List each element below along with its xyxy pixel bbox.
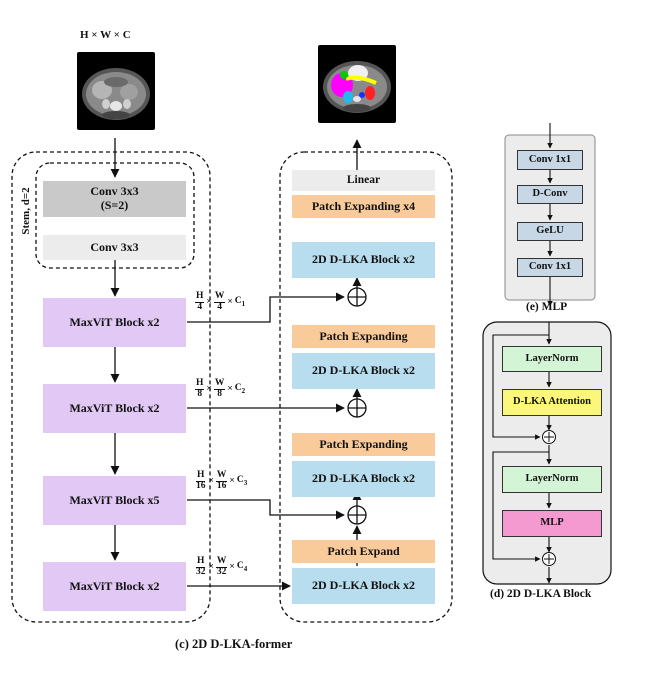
maxvit-block-1: MaxViT Block x2 (43, 298, 186, 347)
skip3-h-num: H (196, 470, 206, 482)
skip1-w-den: 4 (217, 301, 222, 312)
dlka-layernorm-1: LayerNorm (502, 346, 602, 372)
skip1-c-sub: 1 (241, 299, 246, 308)
lka-block-4: 2D D-LKA Block x2 (292, 242, 435, 278)
skip2-h-num: H (195, 378, 205, 390)
mlp-conv1x1-b: Conv 1x1 (517, 258, 583, 277)
skip3-w-num: W (215, 470, 228, 482)
skip4-h-den: 32 (196, 566, 206, 577)
stem-conv-stride2-label: Conv 3x3 (90, 184, 139, 199)
patch-expand: Patch Expand (292, 540, 435, 563)
skip3-c: C (236, 475, 244, 486)
skip2-c: C (234, 383, 242, 394)
linear-layer: Linear (292, 170, 435, 191)
maxvit-block-2: MaxViT Block x2 (43, 384, 186, 433)
caption-e: (e) MLP (526, 301, 568, 313)
skip1-w-num: W (213, 291, 226, 303)
mlp-dconv: D-Conv (517, 185, 583, 204)
skip1-h-den: 4 (197, 301, 203, 312)
mlp-gelu: GeLU (517, 222, 583, 241)
maxvit-block-3: MaxViT Block x5 (43, 476, 186, 525)
output-segmentation-image (318, 45, 396, 123)
skip3-w-den: 16 (216, 480, 227, 491)
maxvit-block-4: MaxViT Block x2 (43, 562, 186, 611)
input-ct-image (77, 52, 155, 130)
skip4-w-den: 32 (216, 566, 227, 577)
dlka-layernorm-2: LayerNorm (502, 466, 602, 493)
lka-block-2: 2D D-LKA Block x2 (292, 461, 435, 497)
stem-label: Stem, d=2 (20, 187, 32, 235)
patch-expanding-x4: Patch Expanding x4 (292, 195, 435, 218)
skip4-w-num: W (215, 556, 228, 568)
patch-expanding-2: Patch Expanding (292, 325, 435, 348)
mlp-conv1x1-a: Conv 1x1 (517, 150, 583, 170)
caption-c: (c) 2D D-LKA-former (175, 637, 293, 651)
stem-conv-stride2: Conv 3x3 (S=2) (43, 181, 186, 217)
skip1-h-num: H (195, 291, 205, 303)
dlka-mlp: MLP (502, 510, 602, 537)
skip2-w-den: 8 (217, 388, 222, 399)
skip4-h-num: H (196, 556, 206, 568)
skip2-h-den: 8 (197, 388, 203, 399)
lka-block-3: 2D D-LKA Block x2 (292, 353, 435, 389)
skip3-h-den: 16 (196, 480, 206, 491)
caption-d: (d) 2D D-LKA Block (490, 588, 592, 600)
input-dimension-label: H × W × C (80, 29, 131, 41)
skip4-c-sub: 4 (243, 564, 248, 573)
patch-expanding-1: Patch Expanding (292, 433, 435, 456)
lka-block-1: 2D D-LKA Block x2 (292, 568, 435, 604)
dlka-attention: D-LKA Attention (502, 389, 602, 416)
skip4-c: C (236, 561, 244, 572)
stem-conv-stride2-sub: (S=2) (100, 198, 129, 212)
stem-conv: Conv 3x3 (43, 235, 186, 260)
skip2-w-num: W (213, 378, 226, 390)
skip1-c: C (234, 296, 242, 307)
skip3-c-sub: 3 (243, 478, 248, 487)
skip2-c-sub: 2 (241, 386, 246, 395)
